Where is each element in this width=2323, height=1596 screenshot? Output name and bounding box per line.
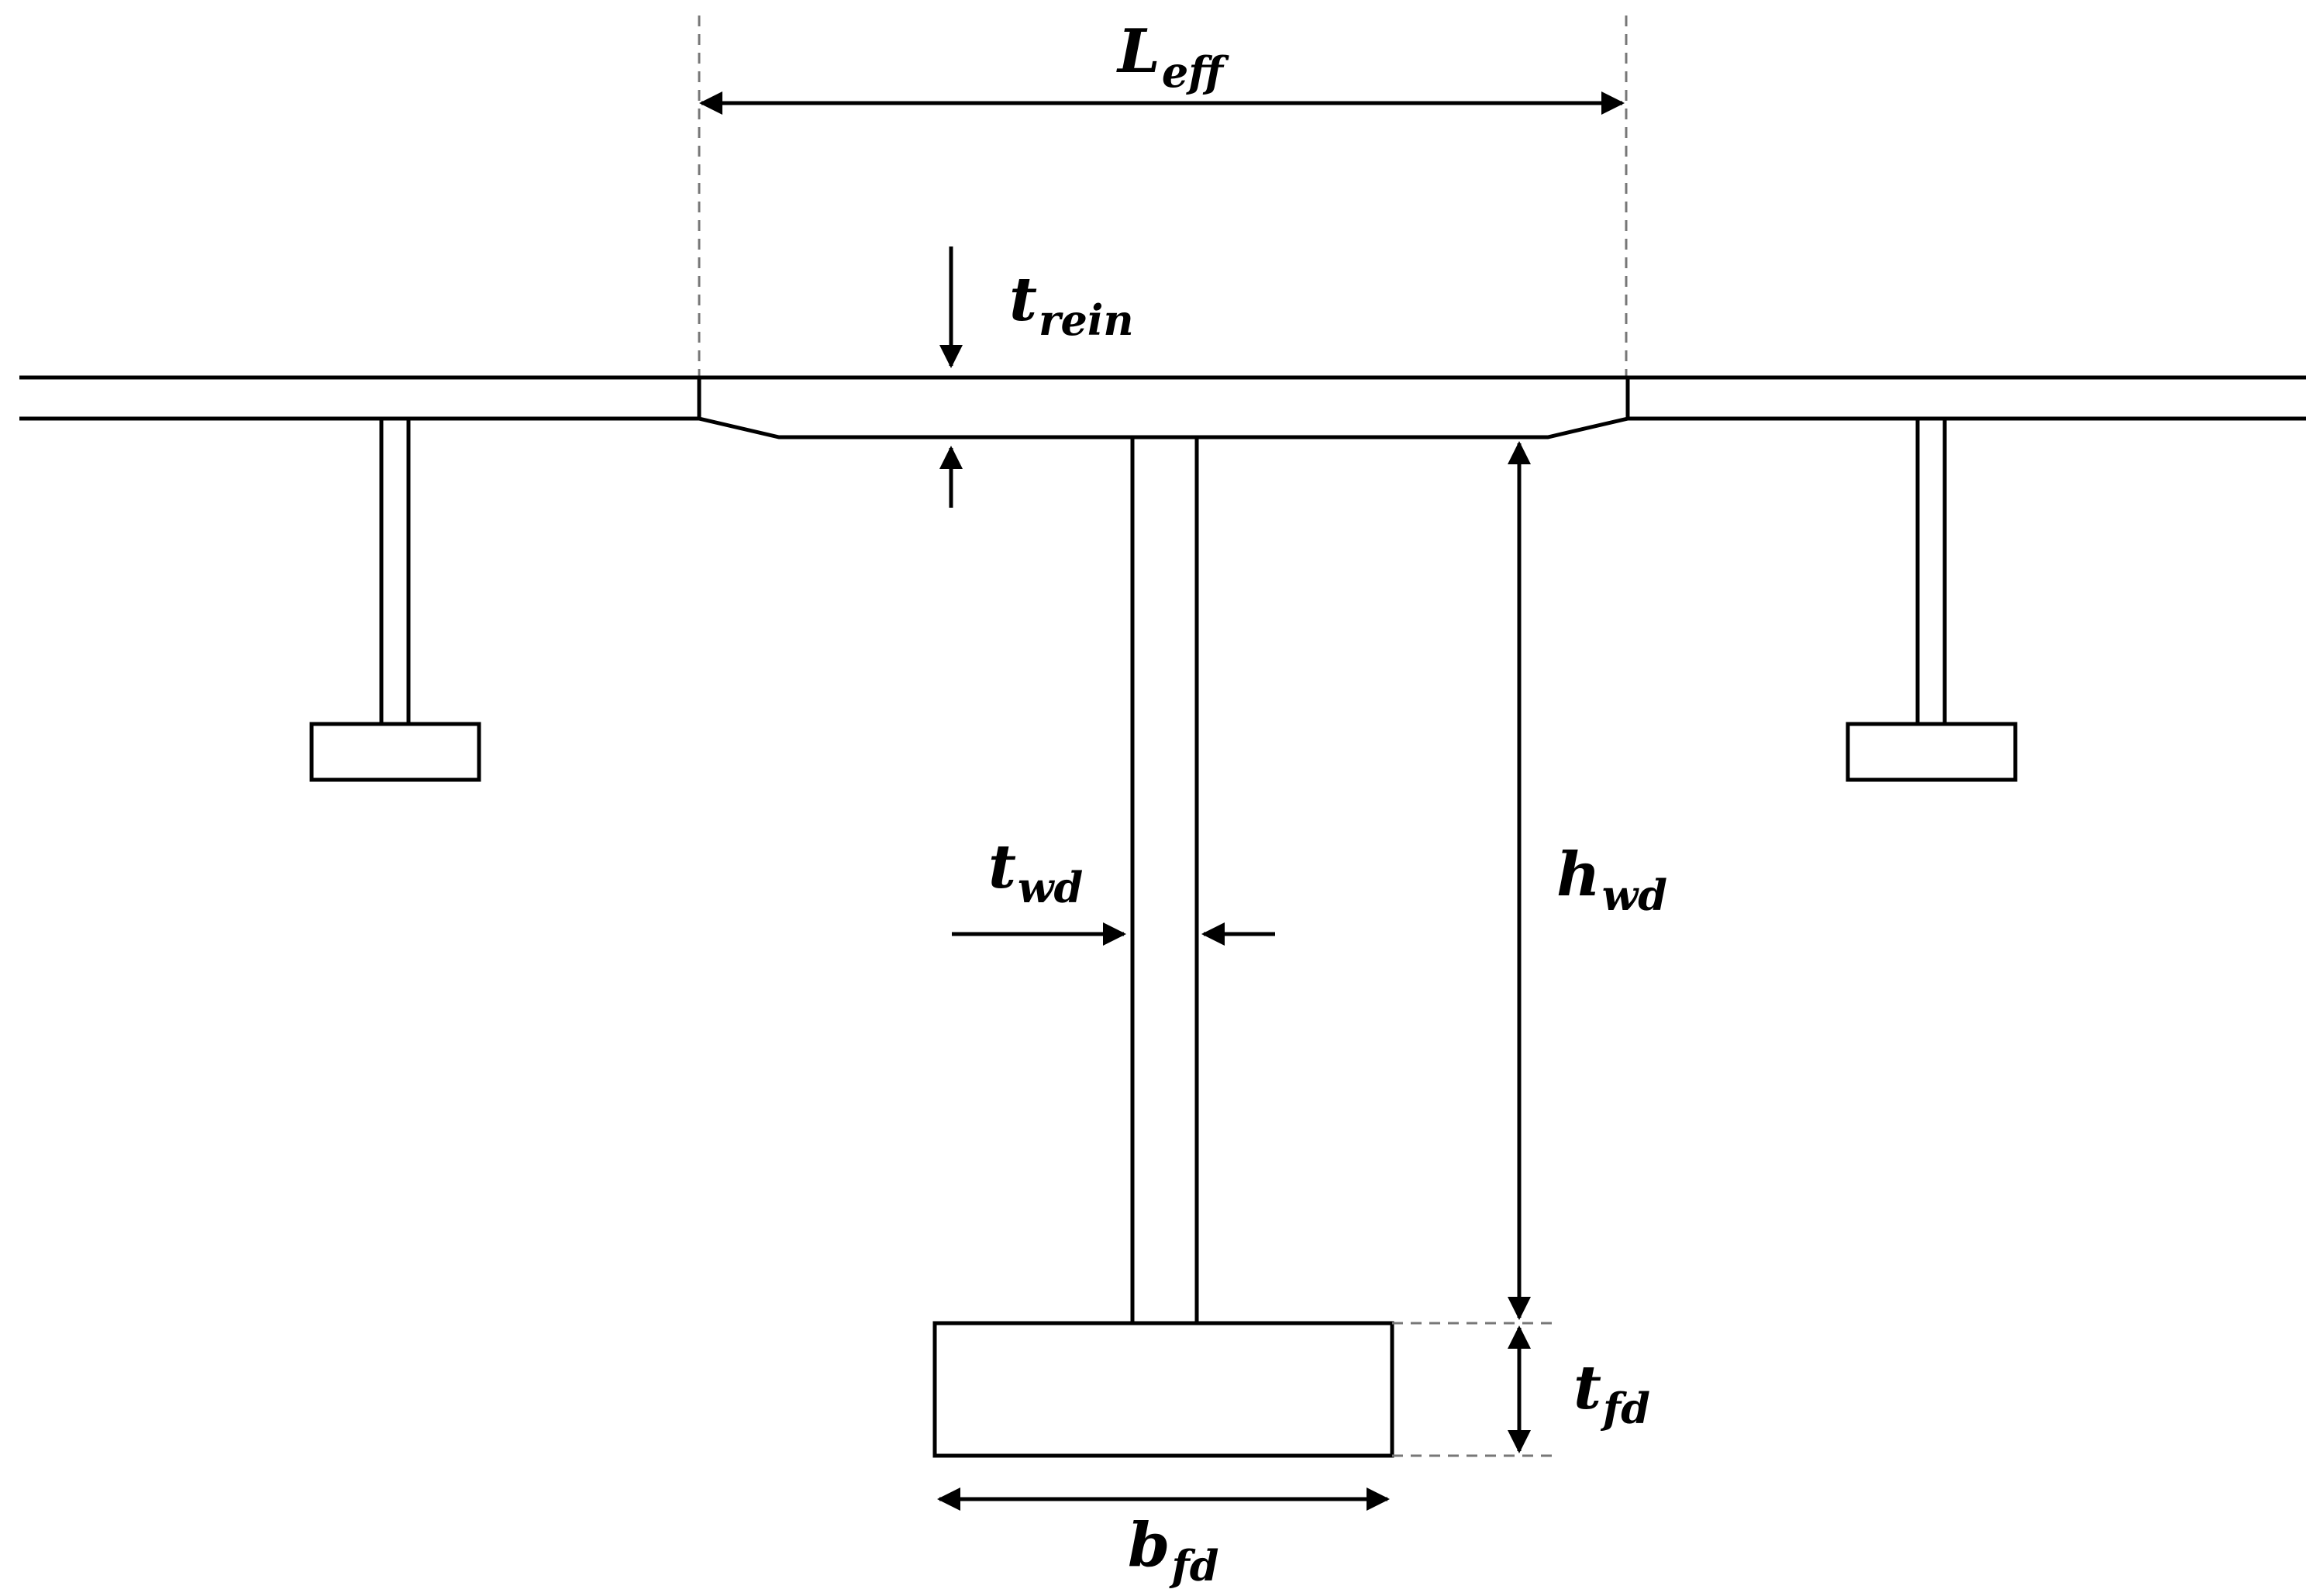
label-l-eff: Leff [1118, 16, 1223, 97]
reinforced-plate [697, 375, 1630, 440]
center-flange [932, 1321, 1394, 1458]
plate-left [19, 375, 699, 421]
label-b-fd: bfd [1128, 1510, 1219, 1591]
left-stiffener [309, 419, 481, 782]
plate-right [1628, 375, 2306, 421]
label-h-wd: hwd [1556, 839, 1667, 920]
label-t-rein: trein [1009, 264, 1134, 345]
label-t-wd: twd [988, 832, 1084, 912]
right-stiffener [1846, 419, 2018, 782]
label-t-fd: tfd [1573, 1353, 1651, 1433]
center-stiffener [932, 437, 1394, 1458]
